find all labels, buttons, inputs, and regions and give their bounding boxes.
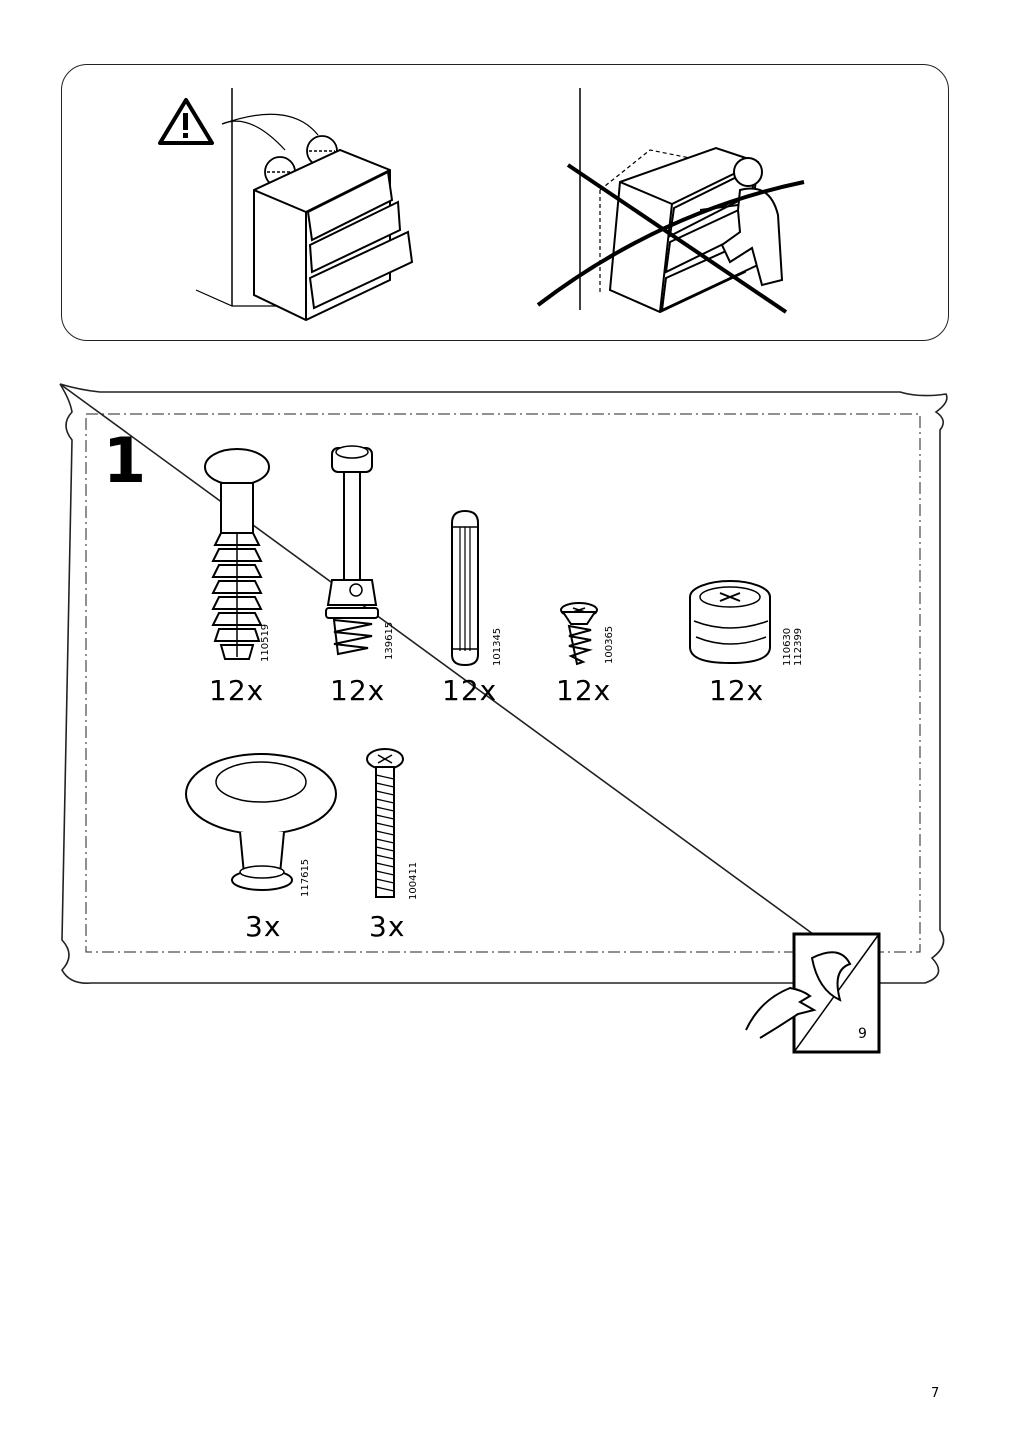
part-code: 100365 <box>604 625 615 664</box>
wooden-dowel-icon <box>451 509 479 667</box>
part-quantity: 12x <box>556 674 612 707</box>
step-number: 1 <box>103 424 147 497</box>
anchored-dresser-illustration <box>158 88 414 322</box>
turn-page-icon <box>745 932 881 1054</box>
cam-lock-nut-icon <box>689 580 771 665</box>
part-quantity: 12x <box>709 674 765 707</box>
part-code: 139615 <box>384 621 395 660</box>
part-quantity: 12x <box>442 674 498 707</box>
part-code: 117615 <box>300 858 311 897</box>
part-quantity: 12x <box>209 674 265 707</box>
part-quantity: 3x <box>245 910 282 943</box>
tipping-dresser-illustration <box>536 88 805 314</box>
warning-triangle-icon <box>158 98 214 145</box>
knob-icon <box>185 753 337 891</box>
part-quantity: 3x <box>369 910 406 943</box>
part-quantity: 12x <box>330 674 386 707</box>
short-screw-icon <box>560 602 598 666</box>
cam-lock-dowel-icon <box>204 448 270 660</box>
part-code: 101345 <box>492 627 503 666</box>
part-code: 110519 <box>260 623 271 662</box>
long-screw-icon <box>366 748 404 898</box>
part-code: 100411 <box>408 861 419 900</box>
warning-panel <box>61 64 949 341</box>
page-number: 7 <box>931 1386 940 1401</box>
child-figure-icon <box>699 157 784 287</box>
page-reference-number: 9 <box>858 1026 867 1042</box>
part-code: 110630 112399 <box>782 627 804 666</box>
hardware-bag-outline <box>59 383 948 985</box>
connector-bolt-icon <box>325 445 379 656</box>
